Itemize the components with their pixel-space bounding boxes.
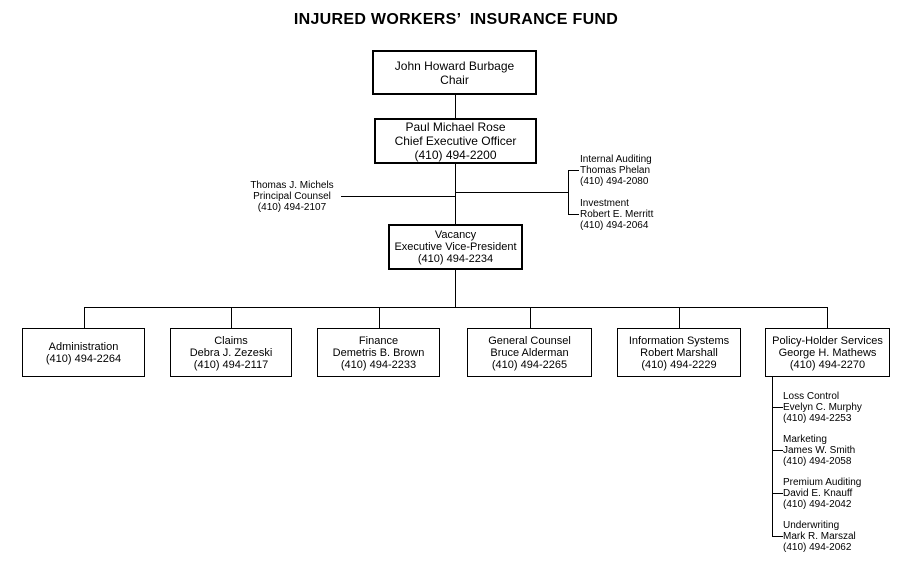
org-box-policy-holder-services: Policy-Holder Services George H. Mathews… [765,328,890,377]
finance-phone: (410) 494-2233 [340,358,417,371]
connector-ceo-evp [455,163,456,224]
claims-name: Debra J. Zezeski [189,346,273,359]
underwriting-phone: (410) 494-2062 [783,542,852,553]
ceo-name: Paul Michael Rose [405,120,506,134]
connector-drop-policy-holder-services [827,307,828,328]
org-node-internal-auditing: Internal Auditing Thomas Phelan (410) 49… [580,154,690,187]
connector-loss-control-stub [772,407,783,408]
org-node-marketing: Marketing James W. Smith (410) 494-2058 [783,434,893,467]
policy-holder-services-phone: (410) 494-2270 [789,358,866,371]
administration-dept: Administration [48,340,119,353]
org-node-loss-control: Loss Control Evelyn C. Murphy (410) 494-… [783,391,893,424]
premium-auditing-phone: (410) 494-2042 [783,499,852,510]
evp-phone: (410) 494-2234 [417,253,494,265]
org-box-evp: Vacancy Executive Vice-President (410) 4… [388,224,523,270]
connector-drop-claims [231,307,232,328]
org-node-investment: Investment Robert E. Merritt (410) 494-2… [580,198,690,231]
principal-counsel-phone: (410) 494-2107 [257,202,327,213]
loss-control-phone: (410) 494-2253 [783,413,852,424]
connector-drop-finance [379,307,380,328]
investment-phone: (410) 494-2064 [580,220,649,231]
information-systems-dept: Information Systems [628,334,730,347]
connector-marketing-stub [772,450,783,451]
chair-name: John Howard Burbage [394,58,515,73]
marketing-name: James W. Smith [783,445,856,456]
page-title: INJURED WORKERS’ INSURANCE FUND [293,11,619,28]
finance-dept: Finance [358,334,399,347]
connector-phs-subtree [772,377,773,537]
investment-name: Robert E. Merritt [580,209,654,220]
org-box-general-counsel: General Counsel Bruce Alderman (410) 494… [467,328,592,377]
chair-title: Chair [440,72,469,87]
org-box-chair: John Howard Burbage Chair [372,50,537,95]
evp-title: Executive Vice-President [394,241,517,253]
marketing-phone: (410) 494-2058 [783,456,852,467]
connector-premium-auditing-stub [772,493,783,494]
loss-control-name: Evelyn C. Murphy [783,402,862,413]
connector-underwriting-stub [772,536,783,537]
connector-right-bracket [568,170,569,215]
connector-chair-ceo [455,95,456,118]
connector-principal-counsel [341,196,455,197]
premium-auditing-dept: Premium Auditing [783,477,862,488]
information-systems-phone: (410) 494-2229 [641,358,717,371]
underwriting-dept: Underwriting [783,520,840,531]
internal-auditing-dept: Internal Auditing [580,154,652,165]
evp-name: Vacancy [434,229,477,241]
policy-holder-services-name: George H. Mathews [778,346,877,359]
connector-internal-auditing-stub [568,170,579,171]
ceo-title: Chief Executive Officer [394,134,517,148]
general-counsel-phone: (410) 494-2265 [491,358,568,371]
org-box-administration: Administration (410) 494-2264 [22,328,145,377]
internal-auditing-phone: (410) 494-2080 [580,176,649,187]
connector-drop-general-counsel [530,307,531,328]
ceo-phone: (410) 494-2200 [414,148,497,162]
org-node-underwriting: Underwriting Mark R. Marszal (410) 494-2… [783,520,893,553]
principal-counsel-title: Principal Counsel [253,191,331,202]
underwriting-name: Mark R. Marszal [783,531,856,542]
connector-drop-administration [84,307,85,328]
loss-control-dept: Loss Control [783,391,840,402]
connector-evp-bar [455,270,456,307]
org-box-finance: Finance Demetris B. Brown (410) 494-2233 [317,328,440,377]
claims-phone: (410) 494-2117 [193,358,269,371]
org-node-principal-counsel: Thomas J. Michels Principal Counsel (410… [243,180,341,213]
connector-right-branch [455,192,568,193]
premium-auditing-name: David E. Knauff [783,488,853,499]
policy-holder-services-dept: Policy-Holder Services [772,334,883,347]
org-node-premium-auditing: Premium Auditing David E. Knauff (410) 4… [783,477,893,510]
principal-counsel-name: Thomas J. Michels [250,180,334,191]
marketing-dept: Marketing [783,434,827,445]
internal-auditing-name: Thomas Phelan [580,165,651,176]
general-counsel-name: Bruce Alderman [490,346,569,359]
connector-drop-information-systems [679,307,680,328]
org-box-information-systems: Information Systems Robert Marshall (410… [617,328,741,377]
general-counsel-dept: General Counsel [488,334,571,347]
investment-dept: Investment [580,198,629,209]
org-box-ceo: Paul Michael Rose Chief Executive Office… [374,118,537,164]
connector-main-bar [84,307,828,308]
administration-phone: (410) 494-2264 [45,352,122,365]
claims-dept: Claims [214,334,248,347]
information-systems-name: Robert Marshall [640,346,718,359]
org-box-claims: Claims Debra J. Zezeski (410) 494-2117 [170,328,292,377]
finance-name: Demetris B. Brown [332,346,425,359]
connector-investment-stub [568,214,579,215]
